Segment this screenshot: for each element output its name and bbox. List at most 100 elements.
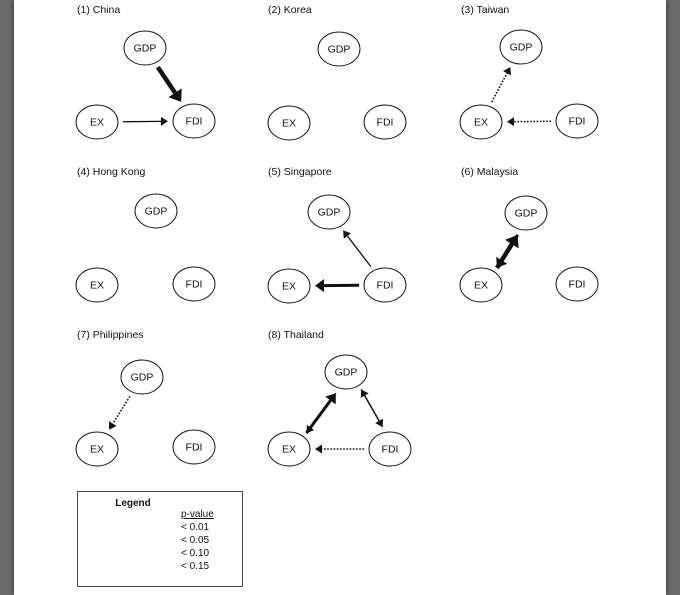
node-ellipse [307,194,351,230]
node-ellipse [363,267,407,303]
node-label: FDI [377,280,394,292]
node-ellipse [324,354,368,390]
node-ellipse [172,266,216,302]
arrow-shaft [155,65,177,95]
arrow-head [360,389,369,398]
node-layer: GDP EX FDI GDP EX FDI GDP EX FDI GDP EX FDI GDP EX FDI… [75,29,599,467]
node-ellipse [363,104,407,140]
node-label: GDP [145,206,168,218]
panel-title-taiwan: (3) Taiwan [461,4,510,16]
node-ellipse [504,195,548,231]
node-label: GDP [131,372,154,384]
edge-fdi-to-gdp [343,230,372,267]
panel-title-hong-kong: (4) Hong Kong [77,166,146,178]
legend-item-label: < 0.15 [181,561,210,572]
arrow-head [168,88,182,102]
node-fdi: FDI [555,103,599,139]
node-gdp: GDP [499,29,543,65]
node-ex: EX [267,268,311,304]
node-fdi: FDI [555,266,599,302]
node-ex: EX [75,267,119,303]
edge-fdi-to-gdp [360,389,384,428]
edge-gdp-to-ex [496,233,519,268]
node-label: GDP [515,208,538,220]
node-ellipse [172,103,216,139]
node-fdi: FDI [172,429,216,465]
node-label: FDI [569,116,586,128]
panel-title-thailand: (8) Thailand [268,329,324,341]
node-fdi: FDI [368,431,412,467]
arrow-head [506,117,515,127]
panel-title-singapore: (5) Singapore [268,166,332,178]
node-ellipse [317,31,361,67]
panel-title-china: (1) China [77,4,121,16]
node-ellipse [459,104,503,140]
node-label: FDI [186,442,203,454]
arrow-shaft [490,72,508,103]
node-label: FDI [382,444,399,456]
node-ellipse [267,105,311,141]
node-ellipse [120,359,164,395]
node-label: EX [474,117,488,129]
node-ex: EX [267,105,311,141]
legend-item-label: < 0.01 [181,522,210,533]
node-ellipse [267,431,311,467]
node-ellipse [555,103,599,139]
node-ellipse [75,104,119,140]
node-ex: EX [75,431,119,467]
node-label: EX [90,280,104,292]
node-label: GDP [328,44,351,56]
node-label: FDI [186,279,203,291]
node-label: GDP [318,207,341,219]
node-gdp: GDP [134,193,178,229]
edge-ex-to-fdi [122,116,169,126]
node-gdp: GDP [123,30,167,66]
node-label: EX [90,444,104,456]
edge-layer [109,65,552,454]
arrow-head [503,67,511,76]
node-label: EX [282,281,296,293]
arrow-shaft [346,235,372,267]
node-ex: EX [459,104,503,140]
node-ellipse [75,267,119,303]
node-fdi: FDI [363,267,407,303]
node-ellipse [134,193,178,229]
node-gdp: GDP [324,354,368,390]
node-gdp: GDP [120,359,164,395]
edge-fdi-to-ex [315,444,364,454]
node-ellipse [123,30,167,66]
arrow-head [315,444,322,454]
panel-title-philippines: (7) Philippines [77,329,144,341]
node-label: GDP [134,43,157,55]
node-ellipse [459,267,503,303]
node-label: FDI [569,279,586,291]
edge-fdi-to-ex [506,117,552,127]
node-ex: EX [459,267,503,303]
edge-gdp-to-ex [109,395,131,430]
arrow-shaft [309,392,337,428]
arrow-head [496,256,508,268]
node-ellipse [499,29,543,65]
node-label: FDI [377,117,394,129]
node-gdp: GDP [504,195,548,231]
node-label: EX [282,118,296,130]
node-gdp: GDP [307,194,351,230]
legend-title: Legend [115,498,151,509]
arrow-head [343,230,351,239]
panel-title-korea: (2) Korea [268,4,312,16]
node-ellipse [172,429,216,465]
node-label: FDI [186,116,203,128]
legend-box: Legend p-value < 0.01 < 0.05 < 0.10 < 0.… [77,491,243,587]
legend-header: p-value [181,509,214,520]
panel-title-malaysia: (6) Malaysia [461,166,519,178]
edge-gdp-to-fdi [155,65,182,102]
node-fdi: FDI [172,266,216,302]
node-fdi: FDI [363,104,407,140]
arrow-head [306,424,315,434]
node-ex: EX [267,431,311,467]
node-ellipse [368,431,412,467]
legend-item-label: < 0.10 [181,548,210,559]
node-fdi: FDI [172,103,216,139]
arrow-shaft [364,395,384,428]
edge-gdp-to-ex [306,392,337,434]
